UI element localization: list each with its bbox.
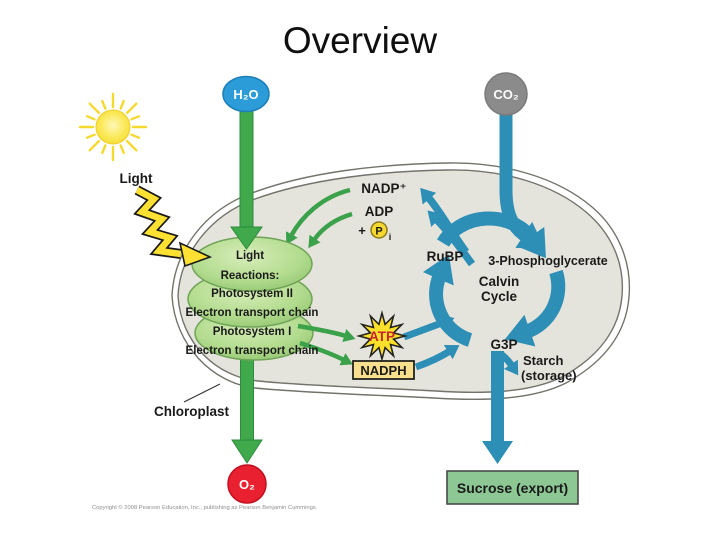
nadp-label: NADP⁺	[361, 181, 406, 196]
o2-arrow	[231, 351, 263, 464]
h2o-badge: H₂O	[222, 75, 270, 113]
calvin-label-line1: Calvin	[479, 274, 520, 289]
co2-arrow	[499, 113, 545, 249]
o2-label: O₂	[239, 477, 255, 492]
co2-badge: CO₂	[484, 72, 528, 116]
phosphate-circle	[370, 221, 388, 239]
sun-rays	[78, 92, 148, 162]
sun-icon	[78, 92, 148, 162]
phosphate-p: P	[375, 226, 382, 238]
nadph-to-cycle-arrow	[414, 344, 460, 371]
phosphate-sub-i: i	[389, 232, 392, 242]
atp-label: ATP	[369, 329, 395, 344]
nadp-to-lightreactions-arrow	[285, 187, 351, 245]
nadph-box: NADPH	[352, 360, 415, 380]
starch-label: Starch (storage)	[521, 353, 577, 383]
atp-star-shape	[355, 309, 409, 363]
h2o-arrow-head	[230, 226, 263, 250]
light-reactions-line1: Light	[236, 250, 264, 262]
h2o-arrow	[239, 110, 254, 230]
light-reactions-line4: Electron transport chain	[186, 307, 319, 319]
cycle-to-adp-arrow	[427, 210, 476, 267]
calvin-arc-g3p-to-rubp	[422, 254, 473, 347]
sucrose-box-rect	[446, 470, 579, 505]
copyright-text: Copyright © 2008 Pearson Education, Inc.…	[92, 504, 318, 511]
light-reactions-line2: Reactions:	[221, 270, 280, 282]
o2-badge-circle	[227, 464, 267, 504]
atp-to-cycle-arrow	[402, 314, 455, 341]
pi-symbol: + P i	[358, 221, 392, 242]
light-label: Light	[120, 171, 153, 186]
slide-title: Overview	[282, 20, 438, 61]
g3p-label: G3P	[490, 337, 517, 352]
calvin-cycle-label: Calvin Cycle	[479, 274, 520, 304]
light-reactions-line3: Photosystem II	[211, 288, 293, 300]
thylakoid-stack	[187, 236, 314, 361]
g3p-export-head	[482, 441, 513, 464]
thylakoid-disc-top	[191, 236, 313, 292]
nadph-box-rect	[352, 360, 415, 380]
calvin-arc-3pg-to-g3p	[504, 269, 566, 347]
light-beam-arrow	[133, 185, 213, 268]
chloroplast-pointer-line	[183, 383, 221, 403]
g3p-export-arrow	[482, 351, 513, 464]
light-reactions-label: Light Reactions: Photosystem II Electron…	[186, 250, 319, 357]
o2-arrow-head	[231, 439, 263, 464]
co2-label: CO₂	[493, 87, 519, 102]
lightreactions-to-nadph-arrow	[299, 340, 353, 366]
h2o-arrow-shaft	[239, 110, 254, 230]
chloroplast-outer-membrane	[171, 162, 631, 401]
plus-sign: +	[358, 223, 366, 238]
co2-badge-circle	[484, 72, 528, 116]
o2-badge: O₂	[227, 464, 267, 504]
g3p-export-shaft	[491, 351, 504, 442]
light-reactions-line6: Electron transport chain	[186, 345, 319, 357]
atp-burst: ATP	[355, 309, 409, 363]
adp-to-lightreactions-arrow	[308, 211, 353, 249]
starch-label-line1: Starch	[523, 353, 564, 368]
g3p-to-starch-arrow	[499, 352, 519, 376]
sucrose-export-box: Sucrose (export)	[446, 470, 579, 505]
chloroplast-label: Chloroplast	[154, 404, 230, 419]
rubp-label: RuBP	[427, 249, 464, 264]
lightreactions-to-atp-arrow	[297, 323, 356, 342]
nadph-label: NADPH	[360, 363, 406, 378]
h2o-label: H₂O	[233, 87, 258, 102]
sucrose-label: Sucrose (export)	[457, 480, 568, 496]
light-reactions-line5: Photosystem I	[213, 326, 292, 338]
calvin-label-line2: Cycle	[481, 289, 518, 304]
starch-label-line2: (storage)	[521, 368, 577, 383]
sun-core	[95, 109, 131, 145]
phosphoglycerate-label: 3-Phosphoglycerate	[488, 254, 608, 268]
adp-label: ADP	[365, 204, 394, 219]
o2-arrow-shaft	[240, 351, 254, 442]
h2o-badge-circle	[222, 75, 270, 113]
